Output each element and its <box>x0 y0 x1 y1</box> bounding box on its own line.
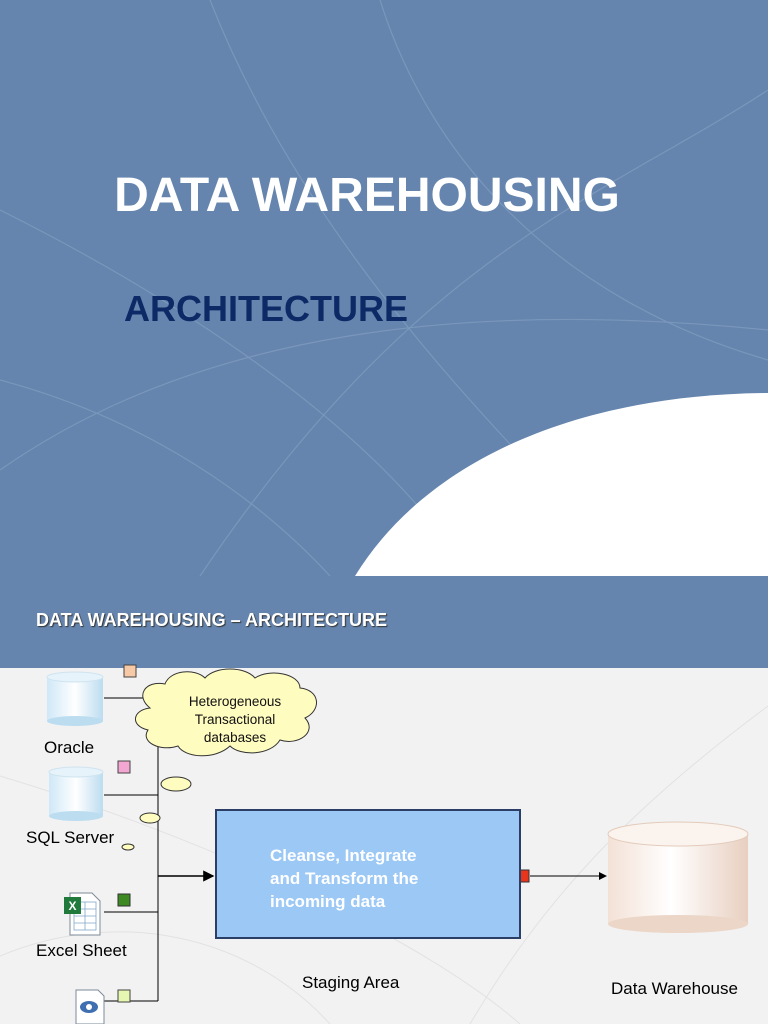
source-label-excel: Excel Sheet <box>36 941 127 960</box>
data-warehouse-icon <box>607 821 749 933</box>
callout-line: databases <box>203 730 267 745</box>
xml-file-icon <box>75 989 105 1024</box>
process-line: incoming data <box>270 892 386 911</box>
staging-area-label: Staging Area <box>302 973 400 992</box>
source-label-oracle: Oracle <box>44 738 95 757</box>
process-text: Cleanse, Integrate and Transform the inc… <box>270 844 470 913</box>
xml-marker <box>117 989 131 1003</box>
data-warehouse-label: Data Warehouse <box>611 979 738 998</box>
oracle-marker <box>123 664 137 678</box>
svg-text:X: X <box>68 899 76 913</box>
source-label-sql-server: SQL Server <box>26 828 115 847</box>
sql-server-database-icon <box>48 766 104 821</box>
white-arc-shape <box>355 393 768 576</box>
callout-cloud <box>121 668 317 851</box>
connector-lines <box>104 697 607 1002</box>
slide-title: DATA WAREHOUSING <box>114 169 620 222</box>
title-slide: DATA WAREHOUSING ARCHITECTURE <box>0 0 768 576</box>
callout-line: Transactional <box>194 712 276 727</box>
excel-file-icon: X <box>64 892 101 936</box>
callout-line: Heterogeneous <box>188 694 282 709</box>
excel-marker <box>117 893 131 907</box>
architecture-slide: DATA WAREHOUSING – ARCHITECTURE <box>0 576 768 1024</box>
slide-subtitle: ARCHITECTURE <box>124 288 408 329</box>
process-line: and Transform the <box>270 869 419 888</box>
staging-process-box <box>215 809 521 939</box>
architecture-diagram: X <box>46 664 749 1024</box>
slide-header-bar <box>0 576 768 668</box>
background-arcs <box>0 0 768 576</box>
slide-heading: DATA WAREHOUSING – ARCHITECTURE <box>36 610 387 630</box>
process-line: Cleanse, Integrate <box>270 846 417 865</box>
callout-text: Heterogeneous Transactional databases <box>150 693 320 747</box>
sql-server-marker <box>117 760 131 774</box>
oracle-database-icon <box>46 671 104 726</box>
